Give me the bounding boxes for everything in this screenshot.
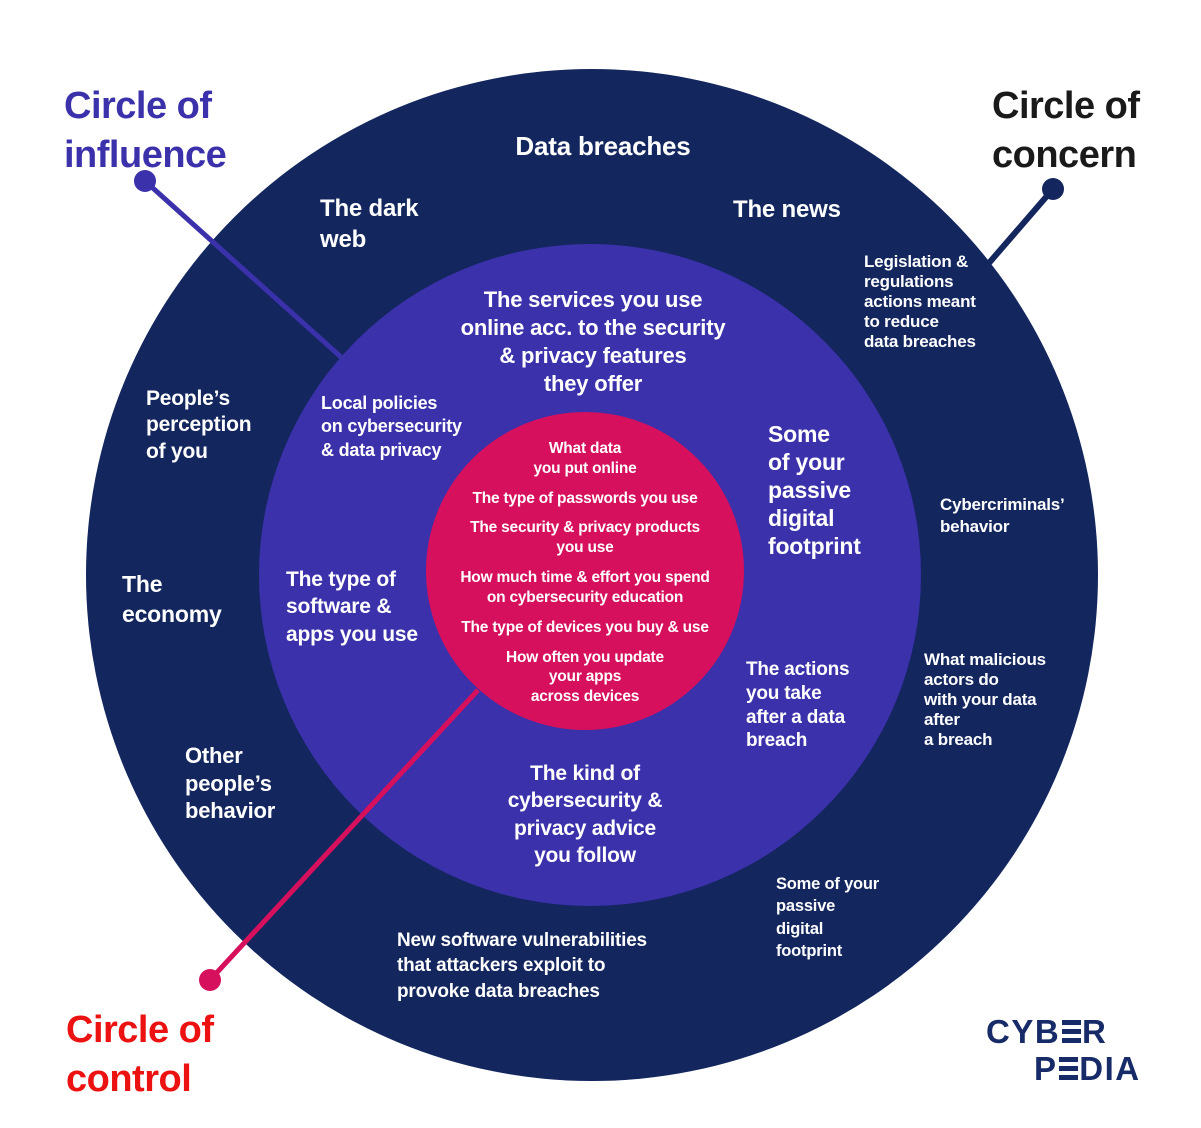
circle-of-control-title: Circle of control: [66, 1009, 214, 1100]
circle-of-influence-title: Circle of influence: [64, 85, 227, 176]
outer-label-passive-footprint-bottom: Some of your passive digital footprint: [776, 875, 880, 960]
inner-item-what-data: What data you put online: [533, 439, 637, 477]
inner-item-passwords: The type of passwords you use: [472, 489, 698, 507]
outer-label-data-breaches: Data breaches: [515, 131, 691, 161]
stylized-e-glyph: [1058, 1056, 1078, 1080]
outer-label-the-economy: The economy: [122, 571, 222, 627]
middle-label-local-policies: Local policies on cybersecurity & data p…: [321, 393, 462, 460]
middle-label-passive-footprint-right: Some of your passive digital footprint: [768, 421, 861, 560]
outer-label-other-peoples-behavior: Other people’s behavior: [185, 743, 276, 823]
control-connector-dot: [199, 969, 221, 991]
middle-label-actions-after-breach: The actions you take after a data breach: [746, 659, 850, 752]
outer-label-peoples-perception: People’s perception of you: [146, 387, 252, 463]
middle-label-type-software: The type of software & apps you use: [286, 568, 418, 646]
outer-label-malicious-actors: What malicious actors do with your data …: [924, 650, 1046, 750]
outer-label-legislation: Legislation & regulations actions meant …: [864, 252, 976, 352]
inner-item-time-effort: How much time & effort you spend on cybe…: [460, 569, 710, 606]
inner-item-devices: The type of devices you buy & use: [461, 618, 709, 636]
concern-connector-dot: [1042, 178, 1064, 200]
outer-label-new-vulnerabilities: New software vulnerabilities that attack…: [397, 930, 647, 1002]
middle-label-advice-follow: The kind of cybersecurity & privacy advi…: [507, 762, 663, 867]
outer-label-cybercriminals-behavior: Cybercriminals’ behavior: [940, 495, 1065, 537]
outer-label-the-news: The news: [733, 196, 841, 223]
middle-label-services-online: The services you use online acc. to the …: [460, 287, 726, 397]
circle-of-control-core: What data you put online The type of pas…: [426, 412, 744, 730]
stylized-e-glyph: [1061, 1019, 1081, 1043]
inner-item-security-products: The security & privacy products you use: [470, 519, 700, 557]
concern-connector-line: [986, 187, 1056, 265]
inner-item-update-apps: How often you update your apps across de…: [506, 648, 664, 706]
outer-label-dark-web: The dark web: [320, 195, 419, 254]
circle-of-concern-title: Circle of concern: [992, 85, 1140, 176]
